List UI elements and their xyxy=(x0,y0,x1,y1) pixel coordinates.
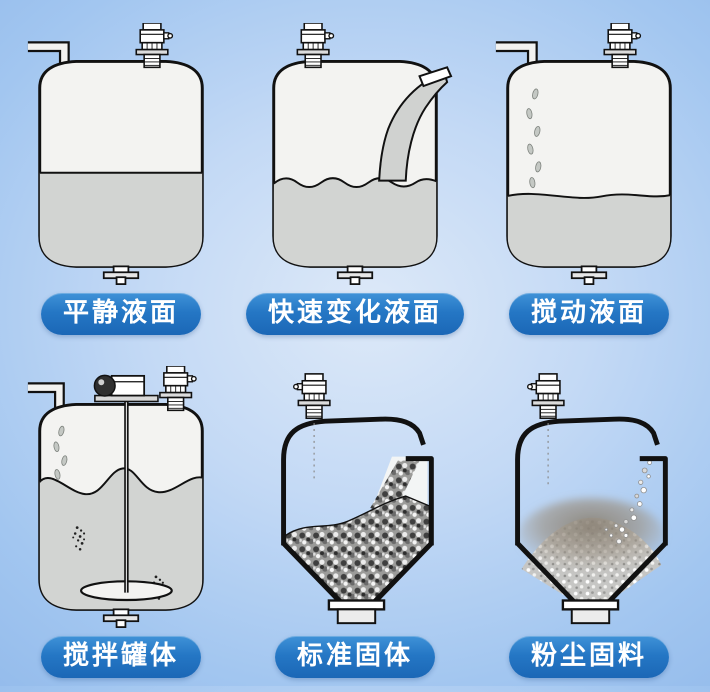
falling-droplets xyxy=(526,88,542,188)
scene-label: 平静液面 xyxy=(40,292,201,335)
discharge-box xyxy=(570,608,611,624)
liquid-irregular xyxy=(39,467,203,610)
scene-cell-fast-changing-liquid: 快速变化液面 xyxy=(232,6,478,349)
bottom-valve-icon xyxy=(336,265,374,285)
silo-cone xyxy=(515,541,668,604)
bottom-valve-icon xyxy=(102,265,140,285)
solids-pile xyxy=(284,495,431,602)
scene-label: 粉尘固料 xyxy=(508,635,669,678)
scene-cell-stirred-tank: 搅拌罐体 xyxy=(10,349,232,692)
scene-label: 标准固体 xyxy=(274,635,435,678)
silo-shell xyxy=(281,416,426,546)
motor-icon xyxy=(93,374,159,403)
bottom-valve-icon xyxy=(570,265,608,285)
solids-stream xyxy=(370,460,420,518)
liquid-wavy xyxy=(273,177,437,267)
scene-cell-dusty-solids: 粉尘固料 xyxy=(478,349,700,692)
falling-droplets xyxy=(53,425,68,480)
discharge-box xyxy=(336,608,377,624)
inflow-stream xyxy=(378,70,449,182)
liquid-gentle-wave xyxy=(507,192,671,267)
powder-stream xyxy=(604,460,652,544)
level-sensor-icon xyxy=(526,372,565,419)
scene-label: 搅动液面 xyxy=(508,292,669,335)
dust-cloud xyxy=(518,497,665,573)
tank-illustration-calm-liquid xyxy=(27,22,204,285)
discharge-flange xyxy=(327,599,386,611)
liquid-calm xyxy=(39,171,203,267)
scene-label: 快速变化液面 xyxy=(245,292,464,335)
inlet-spout xyxy=(418,65,453,88)
silo-shell xyxy=(515,416,660,546)
tank-illustration-fast-changing-liquid xyxy=(272,22,453,285)
tank-illustration-agitated-liquid xyxy=(495,22,672,285)
level-sensor-icon xyxy=(292,372,331,419)
scene-cell-calm-liquid: 平静液面 xyxy=(10,6,232,349)
scene-cell-agitated-liquid: 搅动液面 xyxy=(478,6,700,349)
bottom-valve-icon xyxy=(102,608,140,628)
scene-cell-standard-solids: 标准固体 xyxy=(232,349,478,692)
scene-label: 搅拌罐体 xyxy=(40,635,201,678)
tank-illustration-stirred-tank xyxy=(27,365,204,628)
silo-illustration-standard-solids xyxy=(281,372,434,624)
discharge-flange xyxy=(561,599,620,611)
silo-illustration-dusty-solids xyxy=(515,372,668,624)
silo-cone xyxy=(281,541,434,604)
